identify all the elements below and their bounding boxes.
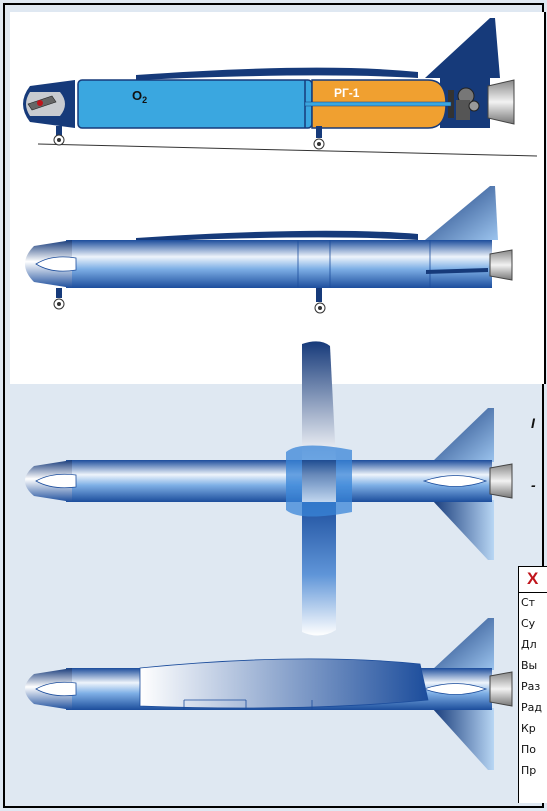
spec-row: Вы: [521, 659, 538, 672]
ground-line: [37, 143, 538, 157]
folded-wing: [139, 658, 429, 709]
fuselage-2: [66, 240, 492, 288]
spec-row: Раз: [521, 680, 541, 693]
spec-row: По: [521, 743, 537, 756]
main-wheel-2: [314, 288, 326, 314]
guidance-unit: [27, 95, 57, 111]
main-wheel: [313, 126, 325, 150]
tail-fin-2: [425, 186, 498, 240]
feed-pipe: [304, 101, 452, 107]
side-marker-a: I: [531, 415, 536, 431]
engine-nozzle-4: [489, 671, 513, 707]
tail-fin-folded-lower: [432, 708, 494, 770]
view-side: [25, 186, 513, 314]
spec-divider: [519, 592, 547, 593]
view-top: [25, 341, 513, 636]
wing-side: [136, 67, 418, 80]
oxidizer-label: O2: [132, 88, 147, 105]
fuselage-3: [66, 460, 492, 502]
engine-nozzle-2: [489, 249, 513, 281]
nose-fairing-3: [35, 473, 77, 489]
engine-nozzle-3: [489, 463, 513, 499]
view-folded: [25, 618, 513, 770]
side-fin-2: [426, 268, 488, 274]
spec-row: Рад: [521, 701, 542, 714]
fuel-label: РГ-1: [334, 86, 360, 100]
view-cutaway: O2 РГ-1: [23, 18, 538, 157]
main-wing-top: [302, 341, 336, 460]
engine-fairing-4: [422, 683, 488, 695]
front-wheel: [53, 126, 65, 146]
side-marker-b: -: [531, 477, 536, 493]
wing-spar: [302, 460, 336, 502]
tail-fin-folded-upper: [432, 618, 494, 670]
spec-row: Ст: [521, 596, 536, 609]
engine-nozzle: [487, 79, 515, 125]
nose-fairing-4: [35, 681, 77, 697]
spec-row: Пр: [521, 764, 537, 777]
spec-row: Дл: [521, 638, 537, 651]
tail-fin: [425, 18, 500, 78]
page-frame: [3, 3, 544, 808]
spec-table: Х Ст Су Дл Вы Раз Рад Кр По Пр: [518, 566, 547, 803]
wing-side-2: [136, 230, 418, 242]
engine-fairing-3: [422, 475, 488, 487]
front-wheel-2: [53, 288, 65, 310]
tail-fin-top-upper: [432, 408, 494, 462]
oxidizer-tank: [77, 79, 313, 129]
spec-row: Кр: [521, 722, 536, 735]
spec-row: Су: [521, 617, 536, 630]
main-wing-bottom: [302, 500, 336, 636]
tail-fin-top-lower: [432, 500, 494, 560]
engine-plumbing: [448, 87, 480, 120]
nose-fairing-2: [35, 256, 77, 272]
spec-title: Х: [527, 569, 540, 588]
